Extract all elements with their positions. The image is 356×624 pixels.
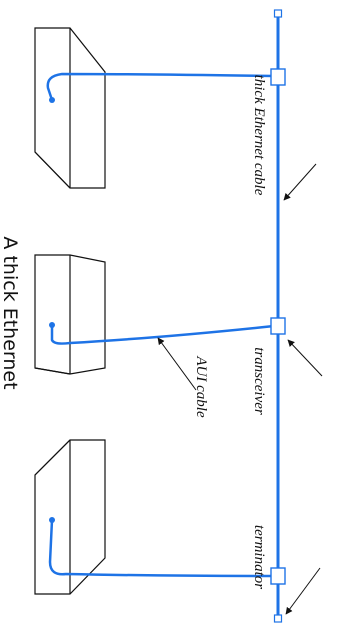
arrow-thick-cable (283, 163, 317, 201)
aui-connector-1 (49, 97, 55, 103)
terminator-end (273, 614, 283, 623)
computer-2 (34, 254, 106, 375)
computer-3 (34, 439, 106, 595)
diagram-caption: A thick Ethernet (0, 236, 21, 390)
arrow-terminator (285, 567, 321, 615)
aui-cable-3 (48, 519, 275, 578)
aui-connector-2 (49, 322, 55, 328)
transceiver-3 (270, 567, 286, 585)
aui-cable-1 (46, 72, 275, 101)
label-aui-cable: AUI cable (193, 356, 209, 418)
transceiver-1 (270, 68, 286, 86)
label-transceiver: transceiver (251, 347, 267, 415)
label-thick-ethernet-cable: thick Ethernet cable (251, 74, 267, 196)
computer-1 (34, 27, 106, 189)
arrow-transceiver (287, 339, 323, 377)
arrow-aui-cable (157, 337, 197, 391)
aui-connector-3 (49, 517, 55, 523)
aui-cable-2 (50, 324, 275, 345)
cable-top-end (273, 9, 283, 18)
label-terminator: terminator (251, 524, 267, 590)
transceiver-2 (270, 317, 286, 335)
